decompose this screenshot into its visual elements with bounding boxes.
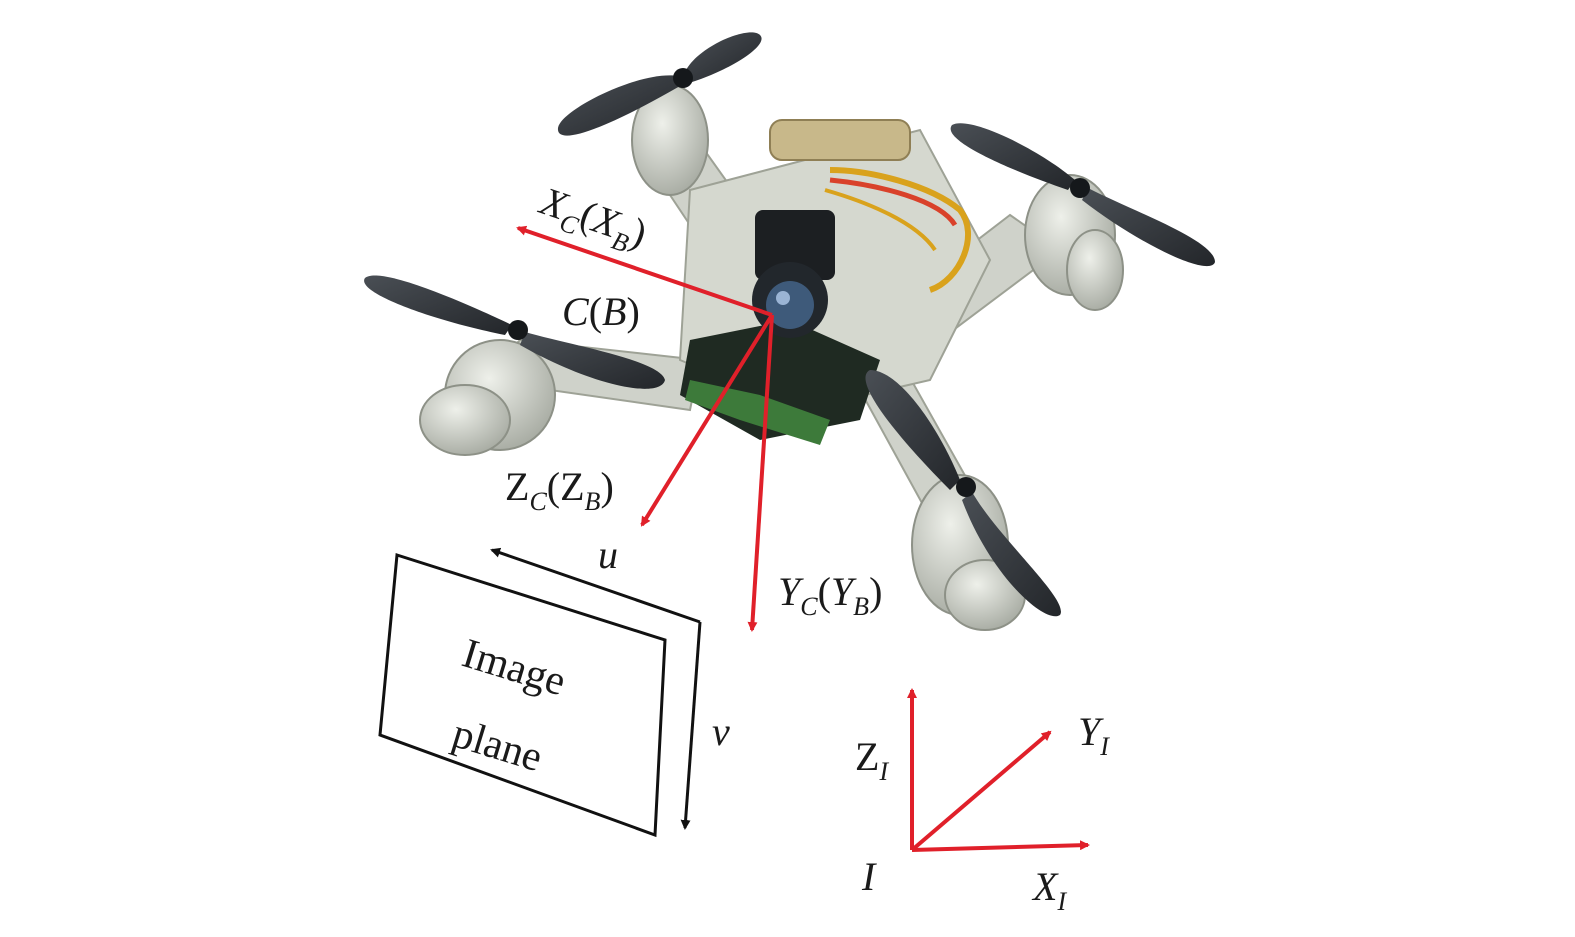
u-label: u [598,532,618,577]
image-plane: u v Image plane [378,532,730,838]
drone-motors [419,84,1124,631]
xc-xb-label: XC(XB) [531,177,653,262]
image-plane-rect [378,553,667,838]
quadrotor-drone-icon [364,32,1215,631]
yi-axis-arrow [910,730,1052,852]
yc-axis-arrow [747,314,774,632]
zc-zb-label: ZC(ZB) [505,464,614,516]
xi-label: XI [1031,864,1067,916]
zi-label: ZI [855,734,889,786]
u-axis-arrow [490,547,701,624]
zc-axis-arrow [640,313,774,527]
v-axis-arrow [680,621,702,830]
camera-frame-axes [516,225,774,632]
origin-i-label: I [861,854,877,899]
drone-prop-hubs [508,68,1090,497]
inertial-frame-axes [907,688,1090,852]
origin-cb-label: C(B) [562,289,640,334]
drone-propellers [364,32,1215,617]
yi-label: YI [1078,709,1110,761]
v-label: v [712,709,730,754]
drone-frame [678,119,992,445]
xi-axis-arrow [911,840,1090,852]
drone-camera [752,210,835,338]
xc-axis-arrow [516,225,773,317]
yc-yb-label: YC(YB) [778,569,882,621]
